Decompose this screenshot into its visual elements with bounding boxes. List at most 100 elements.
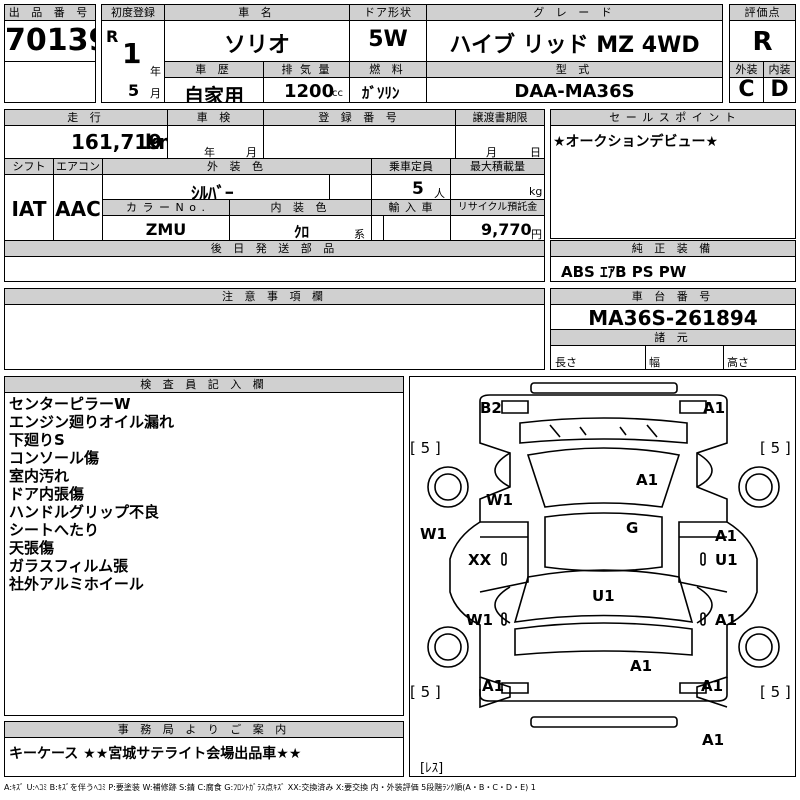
interior-rating-label: 内装: [764, 62, 795, 78]
damage-mark-w1-pillar: W1: [420, 525, 447, 543]
damage-mark-b2: B2: [480, 399, 502, 417]
history-label: 車 歴: [165, 62, 263, 78]
displacement-value: 1200: [284, 81, 335, 102]
lot-blank-cell: [4, 61, 96, 103]
damage-mark-xx: XX: [468, 551, 492, 569]
history-value: 自家用: [184, 84, 244, 103]
model-value: DAA-MA36S: [514, 81, 635, 102]
equipment-cell: 純 正 装 備 ABS ｴｱB PS PW: [550, 240, 796, 282]
damage-mark-a1-hood: A1: [636, 471, 659, 489]
color-number-cell: カ ラ ー N o . ZMU: [102, 199, 230, 241]
damage-mark-a1-bottom: A1: [702, 731, 725, 749]
lot-number-label: 出 品 番 号: [5, 5, 95, 21]
capacity-label: 乗車定員: [372, 159, 450, 175]
inspector-note: 天張傷: [9, 539, 55, 557]
aircon-value: AAC: [55, 197, 101, 221]
exterior-rating-cell: 外装 C: [729, 61, 764, 103]
office-note-cell: 事 務 局 よ り ご 案 内 キーケース ★★宮城サテライト会場出品車★★: [4, 721, 404, 777]
inspector-note: ガラスフィルム張: [9, 557, 129, 575]
first-registration-month: 5: [128, 81, 140, 100]
damage-mark-w1-rear: W1: [466, 611, 493, 629]
first-registration-year: 1: [122, 37, 142, 70]
specs-cell: 諸 元 長さ 幅 高さ: [550, 329, 796, 370]
damage-mark-a1-trunk: A1: [630, 657, 653, 675]
sales-point-value: ★オークションデビュー★: [553, 134, 719, 150]
tire-mark-left-front: [ 5 ]: [410, 439, 441, 457]
load-label: 最大積載量: [451, 159, 544, 175]
damage-mark-a1-top: A1: [703, 399, 726, 417]
office-note-value: キーケース ★★宮城サテライト会場出品車★★: [9, 746, 302, 762]
recycle-label: リサイクル預託金: [451, 200, 544, 216]
inspector-note: シートへたり: [9, 521, 100, 539]
first-registration-label: 初度登録: [102, 5, 164, 21]
chassis-value: MA36S-261894: [588, 306, 758, 330]
displacement-label: 排 気 量: [264, 62, 349, 78]
exterior-color-cell: 外 装 色 ｼﾙﾊﾞｰ: [102, 158, 372, 200]
inspector-note: ハンドルグリップ不良: [9, 503, 160, 521]
inspector-note: エンジン廻りオイル漏れ: [9, 413, 175, 431]
inspector-note: ドア内張傷: [9, 485, 85, 503]
lot-number-value: 70139: [5, 23, 95, 58]
mileage-cell: 走 行 161,719 km: [4, 109, 168, 159]
tire-mark-right-front: [ 5 ]: [760, 439, 791, 457]
rating-value: R: [752, 27, 773, 57]
inspector-note: コンソール傷: [9, 449, 100, 467]
inspector-note: 社外アルミホイール: [9, 575, 144, 593]
spare-tire-mark: [ﾚｽ]: [420, 761, 444, 776]
registration-number-label: 登 録 番 号: [264, 110, 455, 126]
damage-mark-w1-left: W1: [486, 491, 513, 509]
inspector-note: センターピラーW: [9, 395, 131, 413]
capacity-value: 5: [412, 179, 424, 199]
interior-color-value: ｸﾛ: [294, 223, 310, 241]
door-value: 5W: [368, 27, 408, 52]
exterior-rating-value: C: [738, 77, 755, 102]
tire-mark-left-rear: [ 5 ]: [410, 683, 441, 701]
damage-mark-u1-right-door: U1: [715, 551, 738, 569]
specs-length: 長さ: [555, 356, 577, 369]
aircon-label: エアコン: [54, 159, 102, 175]
equipment-value: ABS ｴｱB PS PW: [561, 263, 687, 281]
chassis-label: 車 台 番 号: [551, 289, 795, 305]
car-name-cell: 車 名 ソリオ: [164, 4, 350, 62]
color-number-value: ZMU: [145, 220, 187, 239]
grade-value: ハイブ リッド MZ 4WD: [449, 33, 700, 58]
fuel-cell: 燃 料 ｶﾞｿﾘﾝ: [349, 61, 427, 103]
specs-width: 幅: [649, 356, 660, 369]
history-cell: 車 歴 自家用: [164, 61, 264, 103]
capacity-cell: 乗車定員 5 人: [371, 158, 451, 200]
load-cell: 最大積載量 kg: [450, 158, 545, 200]
specs-height: 高さ: [727, 356, 749, 369]
sales-point-cell: セ ー ル ス ポ イ ン ト ★オークションデビュー★: [550, 109, 796, 239]
interior-color-cell: 内 装 色 ｸﾛ 系: [229, 199, 372, 241]
inspector-notes-label: 検 査 員 記 入 欄: [5, 377, 403, 393]
recycle-cell: リサイクル預託金 9,770 円: [450, 199, 545, 241]
inspection-label: 車 検: [168, 110, 263, 126]
displacement-cell: 排 気 量 1200 cc: [263, 61, 350, 103]
lot-number-cell: 出 品 番 号 70139: [4, 4, 96, 62]
first-registration-cell: 初度登録 R 1 年 5 月: [101, 4, 165, 103]
damage-mark-a1-right-rear-door: A1: [715, 611, 738, 629]
inspector-note: 下廻りS: [9, 431, 65, 449]
car-diagram-panel: B2 A1 [ 5 ] [ 5 ] A1 W1 G W1 A1 XX U1 U1…: [409, 376, 796, 777]
car-outline-diagram: [427, 382, 780, 728]
interior-color-label: 内 装 色: [230, 200, 371, 216]
specs-label: 諸 元: [551, 330, 795, 346]
grade-cell: グ レ ー ド ハイブ リッド MZ 4WD: [426, 4, 723, 62]
inspection-month-unit: 月: [246, 146, 257, 159]
rating-label: 評価点: [730, 5, 795, 21]
office-note-label: 事 務 局 よ り ご 案 内: [5, 722, 403, 738]
damage-mark-a1-right-quarter: A1: [701, 677, 724, 695]
exterior-rating-label: 外装: [730, 62, 763, 78]
damage-mark-a1-right-door: A1: [715, 527, 738, 545]
damage-legend: A:ｷｽﾞ U:ﾍｺﾐ B:ｷｽﾞを伴うﾍｺﾐ P:要塗装 W:補修跡 S:錆 …: [4, 783, 536, 792]
first-registration-month-unit: 月: [150, 87, 161, 100]
inspector-note: 室内汚れ: [9, 467, 70, 485]
displacement-unit: cc: [332, 88, 343, 99]
model-label: 型 式: [427, 62, 722, 78]
car-name-value: ソリオ: [223, 33, 290, 58]
first-registration-era: R: [106, 27, 119, 46]
door-cell: ドア形状 5W: [349, 4, 427, 62]
transfer-day-unit: 日: [530, 146, 541, 159]
notes-cell: 注 意 事 項 欄: [4, 288, 545, 370]
transfer-deadline-cell: 譲渡書期限 月 日: [455, 109, 545, 159]
